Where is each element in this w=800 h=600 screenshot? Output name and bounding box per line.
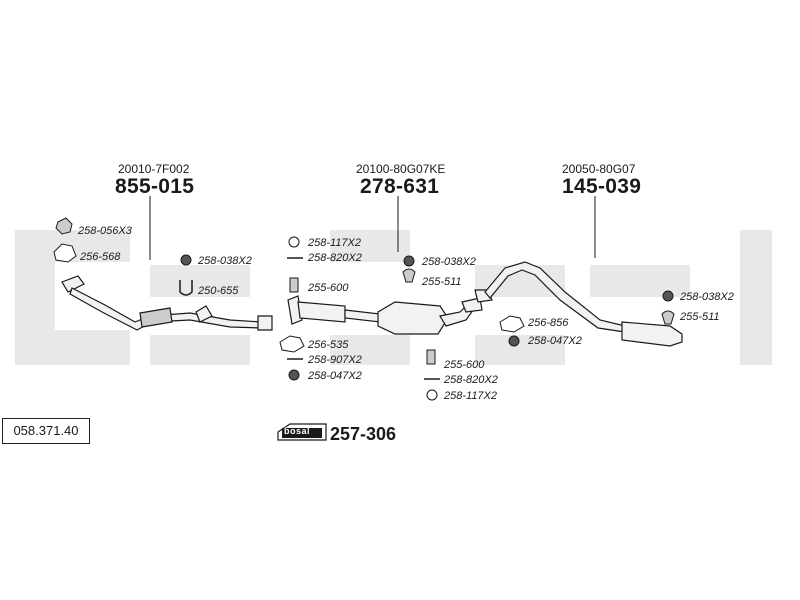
section-3-ref: 20050-80G07 <box>562 162 636 176</box>
part-label: 256-568 <box>80 251 121 263</box>
kit-logo <box>277 423 327 441</box>
hanger-icon <box>402 268 416 283</box>
rubber-mount-icon-4 <box>508 335 520 347</box>
clamp-icon-2 <box>426 349 436 365</box>
part-label: 258-038X2 <box>422 256 476 268</box>
ring-icon-2 <box>426 389 438 401</box>
kit-logo-text: bosal <box>284 426 311 436</box>
section-2-ref: 20100-80G07KE <box>356 162 446 176</box>
part-label: 258-907X2 <box>308 354 362 366</box>
part-label: 258-820X2 <box>444 374 498 386</box>
part-label: 255-511 <box>680 311 720 323</box>
rubber-mount-icon <box>180 254 192 266</box>
part-label: 255-511 <box>422 276 462 288</box>
catalog-number: 058.371.40 <box>2 418 90 444</box>
section-1-ref: 20010-7F002 <box>118 162 190 176</box>
front-pipe <box>61 275 273 331</box>
part-label: 258-047X2 <box>308 370 362 382</box>
rubber-mount-icon-5 <box>662 290 674 302</box>
gasket-icon-3 <box>499 315 525 333</box>
part-label: 255-600 <box>308 282 349 294</box>
kit-number: 257-306 <box>330 424 397 444</box>
part-label: 258-038X2 <box>680 291 734 303</box>
part-label: 258-056X3 <box>78 225 132 237</box>
part-label: 256-856 <box>528 317 569 329</box>
part-label: 258-117X2 <box>308 237 362 249</box>
u-clamp-icon <box>179 280 193 296</box>
section-1-number: 855-015 <box>115 175 195 198</box>
part-label: 258-038X2 <box>198 255 252 267</box>
clamp-icon <box>289 277 299 293</box>
rubber-mount-icon-2 <box>288 369 300 381</box>
part-label: 250-655 <box>198 285 239 297</box>
part-label: 258-047X2 <box>528 335 582 347</box>
rear-silencer <box>474 261 683 347</box>
ring-icon <box>288 236 300 248</box>
middle-silencer <box>287 295 483 335</box>
part-label: 256-535 <box>308 339 349 351</box>
nut-icon <box>55 217 73 235</box>
section-2-number: 278-631 <box>360 175 440 198</box>
part-label: 258-820X2 <box>308 252 362 264</box>
part-label: 255-600 <box>444 359 485 371</box>
section-3-number: 145-039 <box>562 175 642 198</box>
gasket-icon-2 <box>279 335 305 353</box>
part-label: 258-117X2 <box>444 390 498 402</box>
hanger-icon-2 <box>661 310 675 325</box>
gasket-icon <box>53 243 77 263</box>
rubber-mount-icon-3 <box>403 255 415 267</box>
